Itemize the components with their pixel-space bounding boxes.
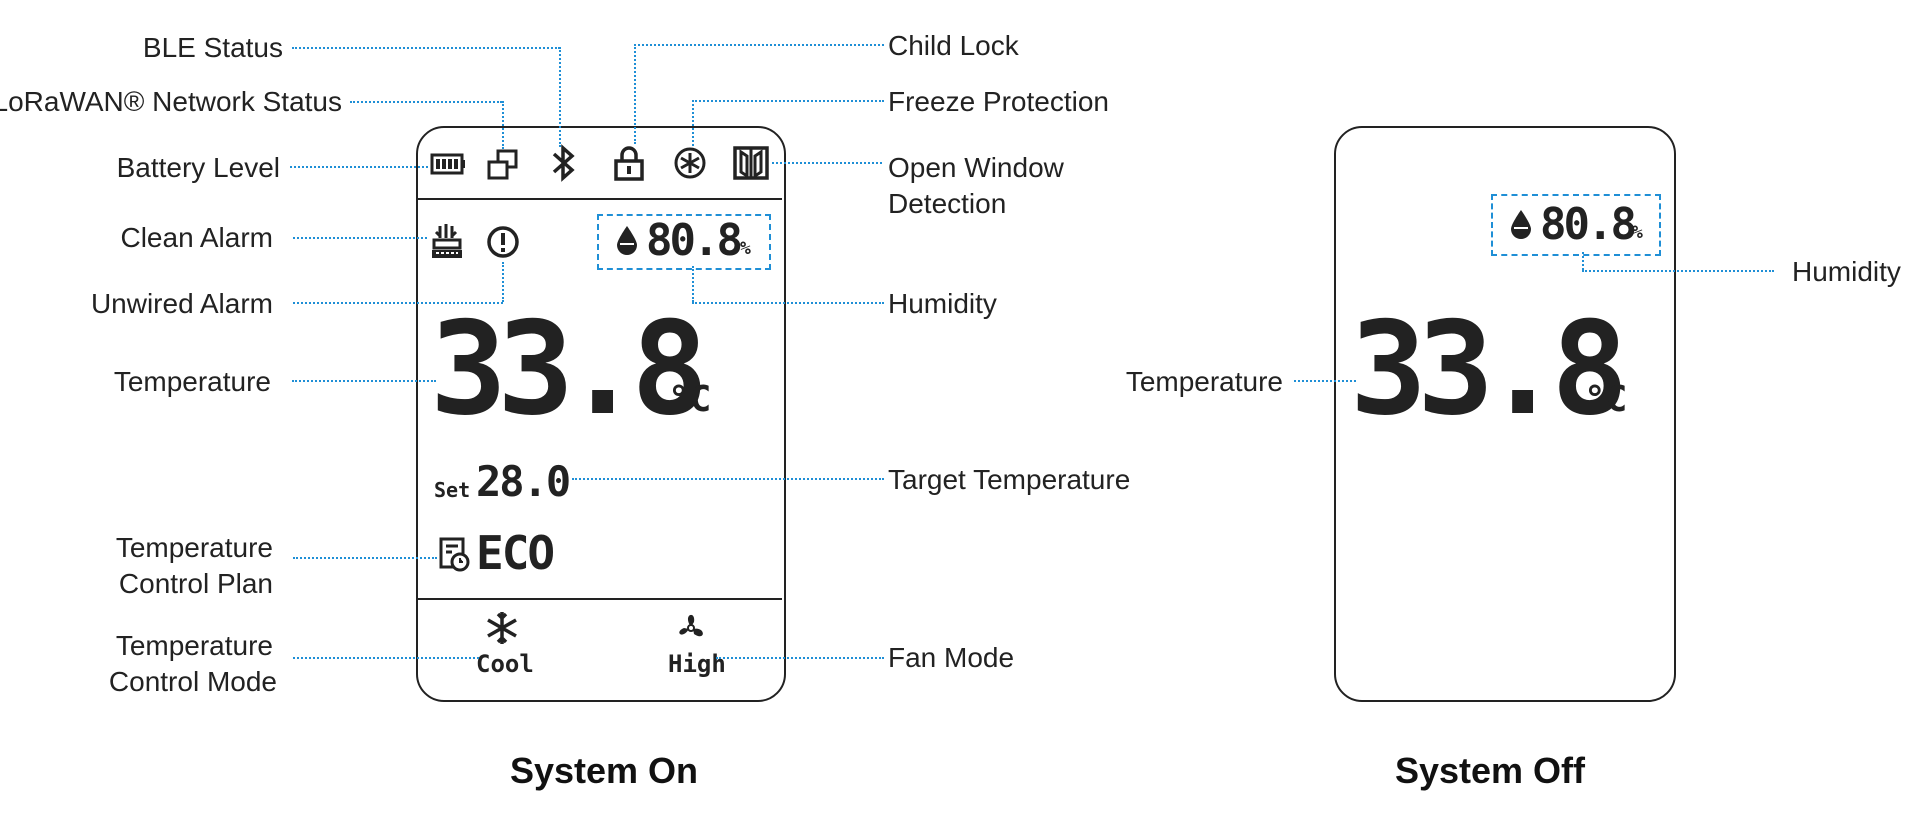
label-target-temperature: Target Temperature	[888, 464, 1131, 495]
humidity-unit: %	[740, 238, 751, 259]
schedule-icon	[438, 536, 470, 572]
off-leader-temperature	[1294, 380, 1356, 382]
leader-control-mode	[293, 657, 479, 659]
off-temperature-value: 33.8	[1350, 295, 1628, 444]
off-label-humidity: Humidity	[1792, 256, 1901, 287]
snowflake-icon	[484, 610, 520, 646]
label-unwired-alarm: Unwired Alarm	[90, 288, 273, 319]
leader-clean-alarm	[293, 237, 427, 239]
leader-ble-h	[292, 47, 560, 49]
battery-icon	[430, 150, 466, 178]
label-lorawan-status: LoRaWAN® Network Status	[0, 86, 342, 117]
leader-humidity-h	[692, 302, 884, 304]
off-leader-humidity-h	[1582, 270, 1774, 272]
system-on-display	[416, 126, 786, 702]
leader-lorawan-v	[502, 101, 504, 149]
fan-mode-value: High	[668, 650, 726, 678]
label-control-mode-2: Control Mode	[108, 666, 277, 697]
set-label: Set	[434, 478, 471, 502]
leader-fan-mode	[716, 657, 884, 659]
temperature-unit: °C	[668, 379, 712, 420]
control-plan-value: ECO	[476, 526, 555, 580]
off-humidity-highlight-box	[1491, 194, 1661, 256]
label-open-window-1: Open Window	[888, 152, 1064, 183]
leader-ble-v	[559, 47, 561, 147]
exclamation-circle-icon	[485, 224, 521, 260]
leader-temperature	[292, 380, 436, 382]
temperature-value: 33.8	[430, 295, 708, 444]
status-bar-divider	[418, 198, 782, 200]
target-temperature-value: 28.0	[476, 457, 571, 506]
label-control-plan-1: Temperature	[115, 532, 273, 563]
label-control-mode-1: Temperature	[115, 630, 273, 661]
leader-freeze-h	[692, 100, 884, 102]
off-humidity-value: 80.8	[1540, 199, 1637, 250]
leader-unwired-v	[502, 262, 504, 302]
snowflake-shield-icon	[673, 146, 707, 180]
caption-system-on: System On	[509, 750, 699, 791]
open-window-icon	[733, 146, 769, 180]
humidity-value: 80.8	[646, 215, 743, 266]
off-droplet-icon	[1508, 208, 1534, 240]
off-humidity-unit: %	[1632, 222, 1643, 243]
label-clean-alarm: Clean Alarm	[120, 222, 273, 253]
label-fan-mode: Fan Mode	[888, 642, 1015, 673]
leader-target-temperature	[572, 478, 884, 480]
leader-lorawan-h	[350, 101, 502, 103]
label-freeze-protection: Freeze Protection	[888, 86, 1109, 117]
caption-system-off: System Off	[1394, 750, 1586, 791]
leader-child-lock-v	[634, 44, 636, 144]
off-temperature-unit: °C	[1584, 379, 1628, 420]
label-child-lock: Child Lock	[888, 30, 1019, 61]
leader-humidity-v	[692, 266, 694, 302]
fan-icon	[672, 610, 710, 646]
clean-alarm-icon	[428, 222, 466, 262]
leader-unwired-h	[293, 302, 503, 304]
label-open-window-2: Detection	[888, 188, 1007, 219]
lock-icon	[612, 144, 646, 182]
system-off-display	[1334, 126, 1676, 702]
label-ble-status: BLE Status	[142, 32, 283, 63]
leader-battery	[290, 166, 428, 168]
off-leader-humidity-v	[1582, 252, 1584, 270]
label-control-plan-2: Control Plan	[118, 568, 273, 599]
control-mode-value: Cool	[476, 650, 534, 678]
label-battery-level: Battery Level	[116, 152, 280, 183]
label-temperature: Temperature	[113, 366, 271, 397]
leader-child-lock-h	[634, 44, 884, 46]
droplet-icon	[614, 224, 640, 256]
humidity-highlight-box	[597, 214, 771, 270]
leader-freeze-v	[692, 100, 694, 146]
label-humidity: Humidity	[888, 288, 997, 319]
leader-control-plan	[293, 557, 437, 559]
leader-open-window	[772, 162, 882, 164]
mode-bar-divider	[418, 598, 782, 600]
lorawan-network-icon	[486, 148, 520, 182]
off-label-temperature: Temperature	[1125, 366, 1283, 397]
bluetooth-icon	[548, 144, 580, 182]
